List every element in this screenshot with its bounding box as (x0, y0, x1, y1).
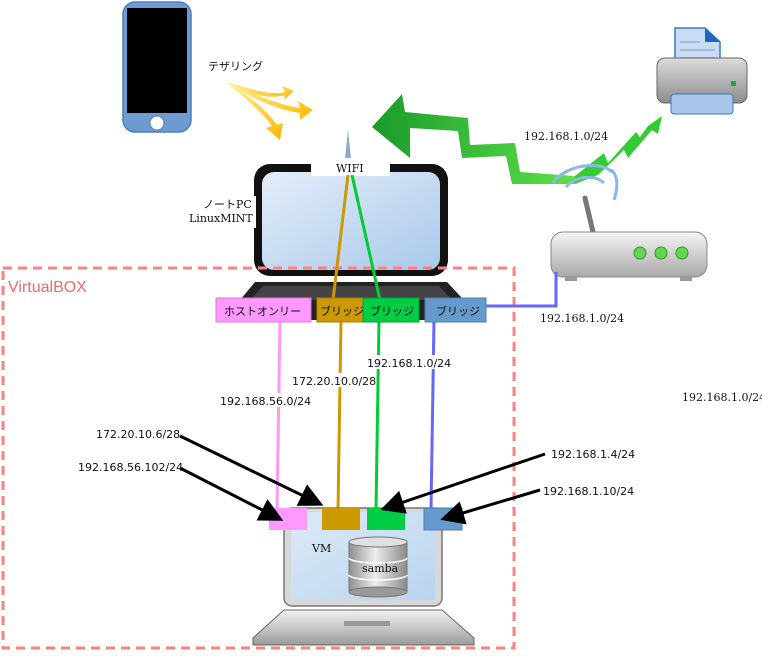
hostonly-link-line (275, 319, 282, 511)
vm-blue-ip-label: 192.168.1.10/24 (543, 485, 634, 498)
adapter-bridge-green[interactable]: ブリッジ (362, 297, 420, 323)
router-wired-network-label: 192.168.1.0/24 (540, 312, 624, 325)
tethering-label: テザリング (208, 59, 263, 73)
wireless-network-label: 192.168.1.0/24 (524, 130, 608, 143)
virtualbox-label: VirtualBOX (8, 279, 87, 296)
hostonly-net-label-bg (218, 393, 310, 407)
wifi-label-bg (311, 158, 390, 176)
green-net-label-bg (364, 355, 448, 369)
printer-icon (656, 27, 748, 115)
orange-ip-arrow (179, 434, 324, 506)
tethering-arrows-icon (226, 82, 313, 140)
router-wired-link-line (486, 272, 558, 308)
adapter-hostonly[interactable]: ホストオンリー (215, 297, 312, 323)
bridge-blue-link-line (429, 319, 436, 511)
notebook-label-line2: LinuxMINT (189, 212, 253, 225)
vm-green-ip-label: 192.168.1.4/24 (551, 448, 635, 461)
adapter-hostonly-label: ホストオンリー (224, 305, 301, 318)
samba-label: samba (362, 562, 399, 575)
bridge-orange-network-label: 172.20.10.0/28 (292, 375, 376, 388)
bridge-green-link-line (374, 319, 381, 511)
notebook-label-bg (184, 196, 256, 228)
bridge-orange-link-line (336, 319, 343, 511)
vm-adapter-hostonly[interactable] (269, 508, 307, 530)
virtualbox-boundary (1, 266, 516, 650)
vm-adapter-bridge-orange[interactable] (322, 508, 360, 530)
vm-pink-ip-label: 192.168.56.102/24 (78, 461, 183, 474)
samba-database-icon (348, 536, 408, 598)
adapter-bridge-green-label: ブリッジ (370, 304, 414, 318)
vm-adapter-bridge-green[interactable] (367, 508, 405, 530)
adapter-bridge-blue-label: ブリッジ (436, 304, 480, 318)
host-laptop-icon (230, 164, 475, 320)
orange-net-label-bg (290, 373, 374, 387)
hostonly-network-label: 192.168.56.0/24 (220, 395, 311, 408)
notebook-label-line1: ノートPC (203, 198, 252, 211)
smartphone-icon (122, 1, 192, 133)
vm-label: VM (311, 542, 331, 555)
green-ip-arrow (380, 452, 546, 514)
router-icon (550, 164, 708, 281)
wifi-orange-line (331, 174, 350, 301)
pink-ip-arrow (179, 466, 284, 521)
right-network-label: 192.168.1.0/24 (682, 391, 762, 404)
vm-orange-ip-label: 172.20.10.6/28 (96, 428, 180, 441)
bridge-green-network-label: 192.168.1.0/24 (367, 357, 451, 370)
adapter-bridge-blue[interactable]: ブリッジ (424, 297, 487, 323)
blue-ip-arrow (440, 488, 541, 525)
vm-adapter-bridge-blue[interactable] (423, 507, 463, 531)
wifi-green-line (350, 174, 382, 301)
adapter-bridge-orange-label: ブリッジ (320, 304, 364, 318)
adapter-bridge-orange[interactable]: ブリッジ (316, 297, 364, 323)
wifi-label: WIFI (336, 162, 364, 175)
